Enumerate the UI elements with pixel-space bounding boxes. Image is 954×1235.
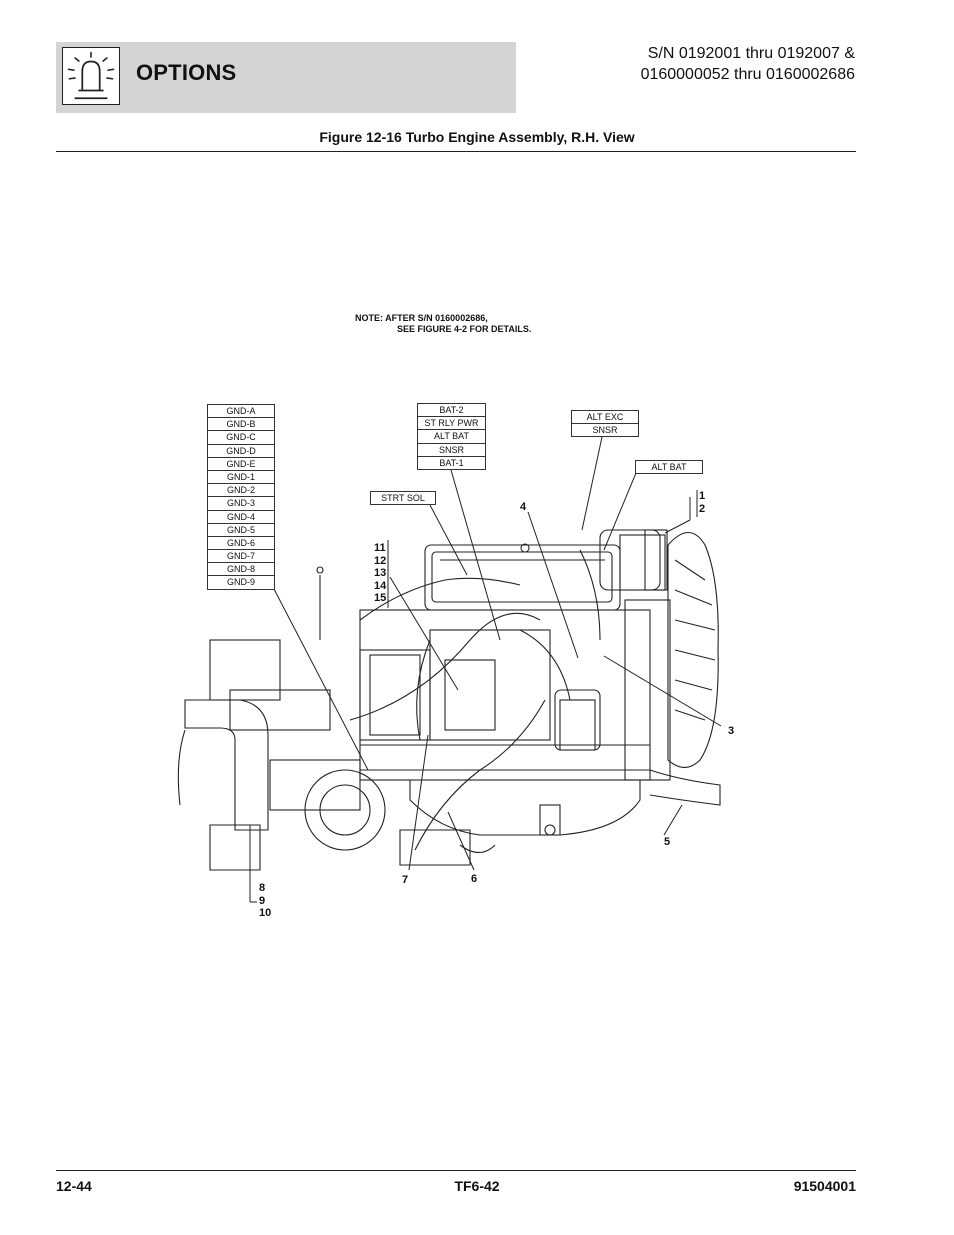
callout-11: 11 [374,542,386,554]
callout-10: 10 [259,907,272,919]
page-number: 12-44 [56,1178,92,1194]
ground-label: GND-C [208,430,274,443]
ground-label: GND-7 [208,549,274,562]
callout-group-1-2: 1 2 [699,490,705,515]
ground-label: GND-6 [208,535,274,549]
battery-label: SNSR [418,442,485,456]
battery-label: ST RLY PWR [418,416,485,429]
callout-2: 2 [699,502,706,515]
note-line-1: NOTE: AFTER S/N 0160002686, [355,313,488,323]
figure-note: NOTE: AFTER S/N 0160002686, SEE FIGURE 4… [355,313,531,335]
document-number: 91504001 [793,1178,856,1194]
alternator-label-box: ALT EXC SNSR [571,410,639,438]
alt-bat-label: ALT BAT [651,462,687,472]
callout-group-8-10: 8 9 10 [259,882,271,920]
callout-group-11-15: 11 12 13 14 15 [374,542,386,605]
callout-5: 5 [664,836,671,848]
callout-7: 7 [402,874,409,886]
ground-label: GND-5 [208,522,274,536]
callout-4: 4 [520,501,527,513]
beacon-light-icon [62,47,120,105]
battery-label: ALT BAT [418,429,485,442]
callout-6: 6 [471,873,478,885]
ground-label: GND-D [208,443,274,457]
callout-8: 8 [259,882,266,894]
ground-label: GND-3 [208,496,274,509]
ground-label-box: GND-A GND-B GND-C GND-D GND-E GND-1 GND-… [207,404,275,590]
serial-line-2: 0160000052 thru 0160002686 [640,66,855,83]
callout-3: 3 [728,725,735,737]
ground-label: GND-1 [208,469,274,483]
callout-9: 9 [259,894,266,907]
section-title: OPTIONS [136,60,237,85]
ground-label: GND-E [208,456,274,470]
callout-15: 15 [374,592,387,604]
battery-label-box: BAT-2 ST RLY PWR ALT BAT SNSR BAT-1 [417,403,486,470]
battery-label: BAT-2 [439,405,464,415]
serial-number-range: S/N 0192001 thru 0192007 & 0160000052 th… [641,43,855,85]
ground-label: GND-B [208,417,274,430]
strt-sol-label-box: STRT SOL [370,491,436,506]
alternator-label: SNSR [572,423,638,436]
battery-label: BAT-1 [418,455,485,469]
header-band [56,42,516,113]
ground-label: GND-4 [208,509,274,523]
figure-title: Figure 12-16 Turbo Engine Assembly, R.H.… [319,129,635,145]
callout-1: 1 [699,490,706,502]
header-rule [56,151,856,152]
ground-label: GND-2 [208,483,274,496]
ground-label: GND-9 [208,575,274,588]
footer-rule [56,1170,856,1171]
callout-13: 13 [374,567,387,579]
model-number: TF6-42 [454,1178,500,1194]
serial-line-1: S/N 0192001 thru 0192007 & [647,45,855,62]
alternator-label: ALT EXC [586,412,624,422]
ground-label: GND-A [226,406,256,416]
ground-label: GND-8 [208,562,274,575]
strt-sol-label: STRT SOL [381,493,425,503]
callout-12: 12 [374,554,387,567]
note-line-2: SEE FIGURE 4-2 FOR DETAILS. [397,324,532,334]
alt-bat-label-box: ALT BAT [635,460,703,475]
callout-14: 14 [374,579,387,592]
